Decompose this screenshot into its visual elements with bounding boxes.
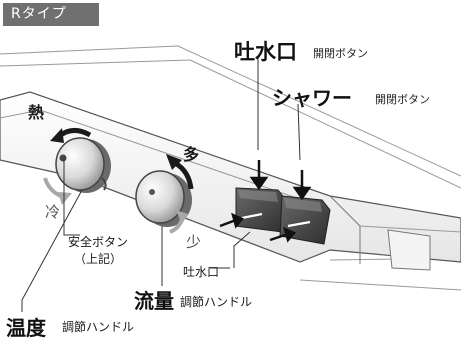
spout-button[interactable] [235, 187, 287, 233]
safety-button-line2: （上記） [73, 252, 122, 266]
flow-handle-title: 流量 [134, 289, 174, 313]
hot-label: 熱 [28, 103, 45, 122]
shower-button-subtitle: 開閉ボタン [375, 93, 430, 106]
faucet-body [0, 91, 461, 271]
temperature-handle-title: 温度 [6, 316, 46, 340]
shower-button-title: シャワー [272, 86, 352, 110]
less-label: 少 [186, 233, 202, 251]
safety-button-line1: 安全ボタン [67, 235, 128, 249]
type-badge: Rタイプ [3, 3, 99, 26]
flow-handle-subtitle: 調節ハンドル [180, 295, 253, 309]
safety-button-dot[interactable] [59, 154, 67, 162]
hot-arrowhead [50, 128, 64, 143]
button-down-arrows [249, 160, 312, 201]
spout-button-subtitle: 開閉ボタン [313, 47, 368, 60]
spout-button-title: 吐水口 [234, 40, 297, 64]
outlet-arrows [219, 212, 297, 243]
safety-button-label: 安全ボタン （上記） [58, 234, 138, 268]
background-lines [0, 45, 461, 291]
temperature-handle-subtitle: 調節ハンドル [62, 320, 135, 334]
cold-arrowhead [58, 192, 72, 205]
less-arrowhead [176, 210, 188, 224]
more-label: 多 [183, 145, 200, 164]
leader-lines [21, 57, 301, 312]
cold-label: 冷 [45, 203, 61, 221]
more-arrowhead [166, 154, 182, 170]
temperature-knob[interactable] [55, 137, 111, 193]
spout-label: 吐水口 [183, 265, 220, 279]
